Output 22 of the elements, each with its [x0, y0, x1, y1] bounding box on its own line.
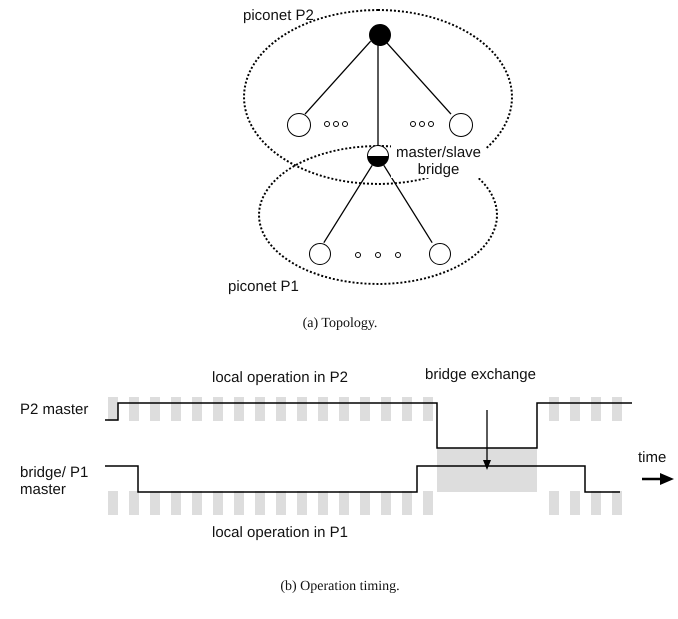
- slave-node-circle: [449, 113, 473, 137]
- slave-node-circle: [309, 243, 331, 265]
- piconet-label: piconet P2: [243, 7, 314, 24]
- connector-line: [383, 164, 433, 244]
- axis-label: time: [638, 449, 666, 466]
- caption: (a) Topology.: [302, 315, 378, 332]
- annotation-label: bridge exchange: [425, 366, 536, 383]
- connector-line: [304, 40, 372, 115]
- connector-line: [377, 44, 379, 145]
- slave-node-circle: [287, 113, 311, 137]
- signal-label: P2 master: [20, 401, 88, 418]
- connector-line: [384, 40, 452, 115]
- master-node-circle: [369, 24, 391, 46]
- signal-label: local operation in P2: [212, 369, 348, 386]
- bridge-node-circle: [367, 145, 389, 167]
- signal-label: bridge/ P1 master: [20, 464, 90, 498]
- slave-node-circle: [429, 243, 451, 265]
- node-caption: master/slave bridge: [391, 144, 486, 178]
- signal-label: local operation in P1: [212, 524, 348, 541]
- piconet-label: piconet P1: [228, 278, 299, 295]
- caption: (b) Operation timing.: [280, 578, 400, 595]
- connector-line: [323, 164, 373, 244]
